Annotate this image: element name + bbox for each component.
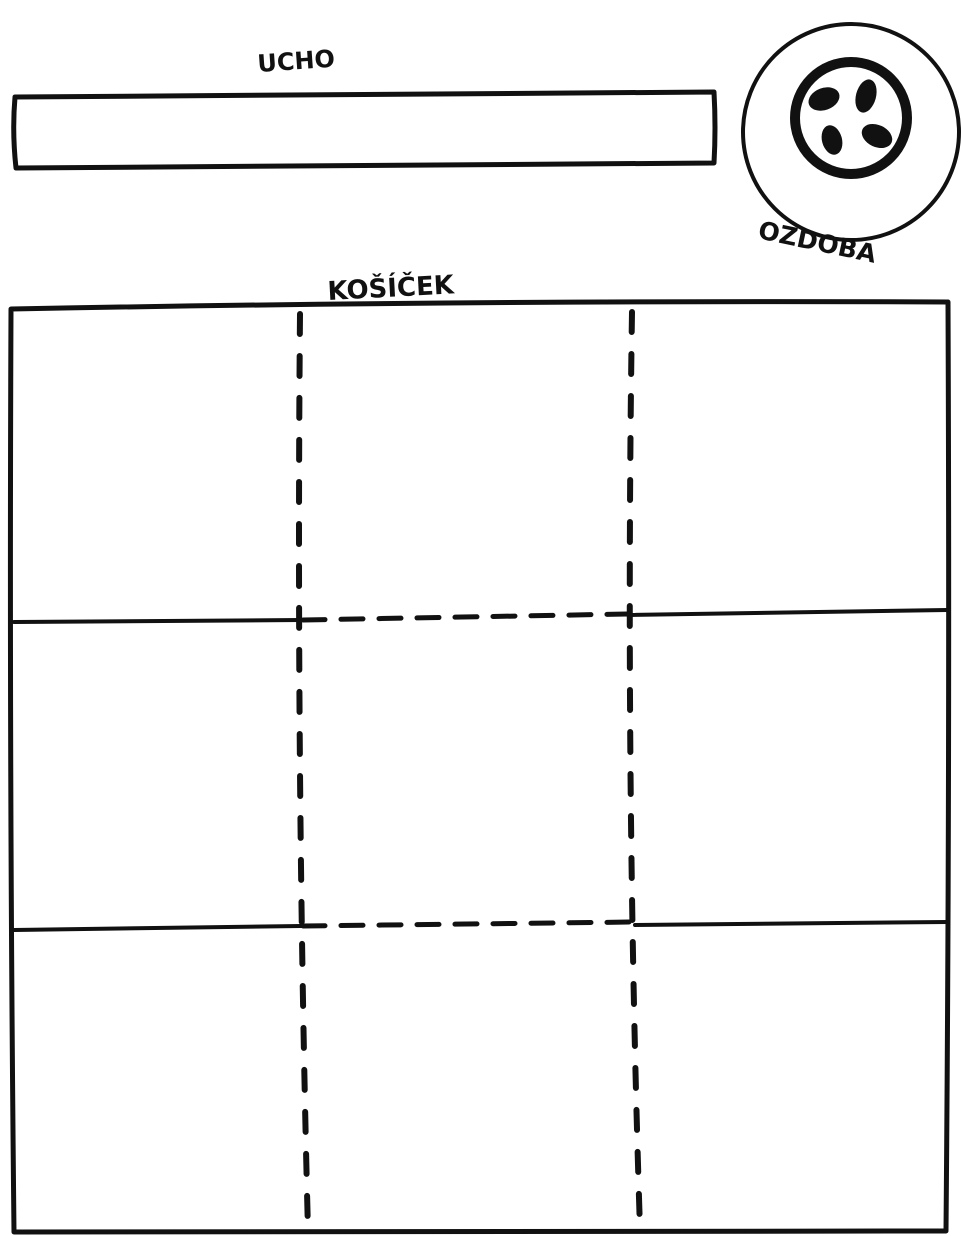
fold-line-vertical-right xyxy=(630,312,640,1229)
decoration-label: OZDOBA xyxy=(756,216,880,269)
basket-divider-upper-right xyxy=(628,610,947,615)
flower-icon xyxy=(805,77,896,157)
fold-line-horizontal-lower xyxy=(303,922,634,926)
decoration-outer-circle xyxy=(743,24,959,240)
decoration-inner-circle xyxy=(795,62,907,174)
basket-grid[interactable] xyxy=(10,302,948,1232)
basket-divider-lower-right xyxy=(635,922,947,925)
fold-line-horizontal-upper xyxy=(303,614,627,620)
basket-divider-lower-left xyxy=(14,926,301,930)
basket-outer-border xyxy=(10,302,948,1232)
flower-petal-top-right xyxy=(852,77,880,115)
basket-divider-upper-left xyxy=(14,620,301,622)
flower-petal-bottom-right xyxy=(858,119,896,152)
decoration-ornament[interactable] xyxy=(743,24,959,240)
handle-label: UCHO xyxy=(256,45,335,78)
handle-strip[interactable] xyxy=(14,92,715,168)
flower-petal-bottom-left xyxy=(818,123,845,157)
flower-petal-top-left xyxy=(805,83,843,115)
fold-line-vertical-left xyxy=(299,314,308,1231)
